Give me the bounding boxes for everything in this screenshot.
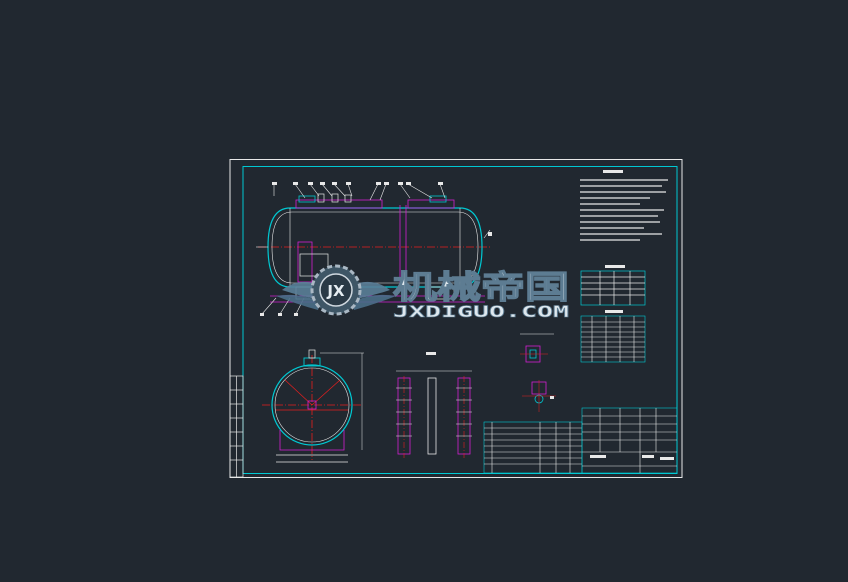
watermark-emblem-text: JX [326,282,345,300]
gear-wings-logo-icon [276,264,396,316]
left-margin-strip [229,375,244,478]
nozzle-table [580,310,646,363]
saddle-detail-views [396,352,472,458]
title-block [581,407,678,474]
design-data-table [580,265,646,306]
sheet-inner-border [242,166,678,474]
bill-of-materials-table [483,421,583,474]
sheet-outer-border [229,159,683,478]
watermark-logo: JX 机械帝国 JXDIGUO.COM [276,264,570,321]
watermark-domain-text: JXDIGUO.COM [393,302,569,321]
notes-block [580,170,668,241]
nozzle-detail-views [520,333,556,412]
vessel-end-view [262,349,364,463]
watermark-brand-text: 机械帝国 [393,268,569,306]
balloon-marks [260,182,492,316]
